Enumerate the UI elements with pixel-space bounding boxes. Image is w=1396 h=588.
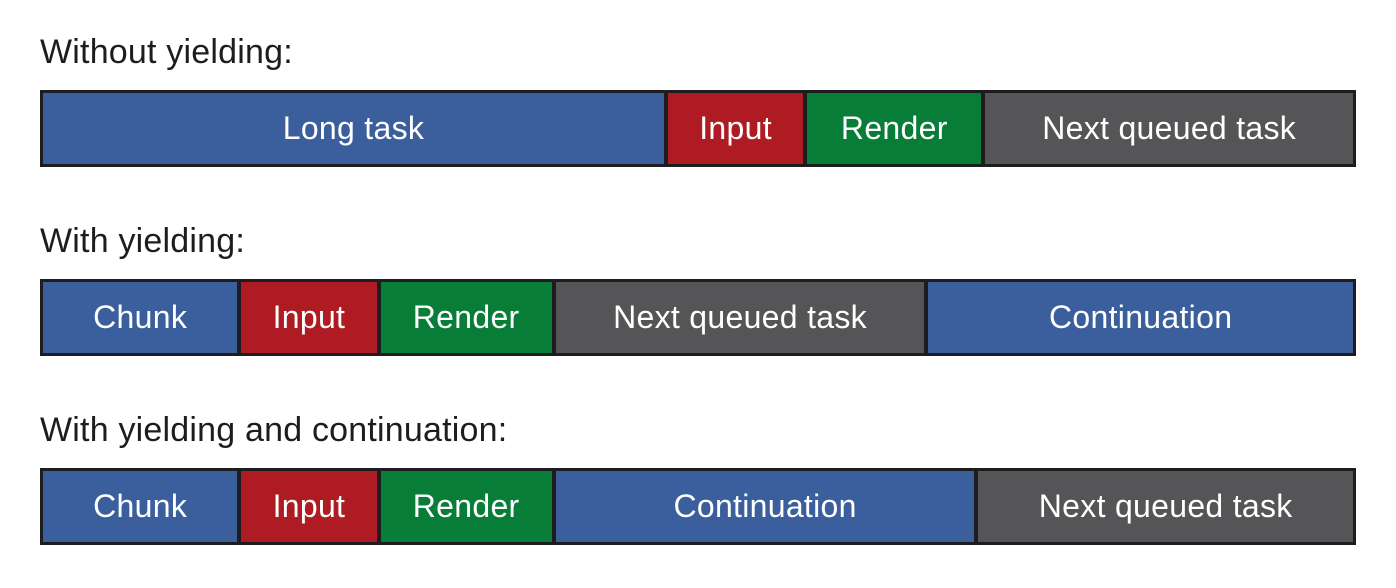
timeline-bar: Chunk Input Render Next queued task Cont… — [40, 279, 1356, 356]
section-heading: With yielding and continuation: — [40, 411, 508, 449]
timeline-section-1: Without yielding: Long task Input Render… — [40, 30, 1356, 167]
segment-next-queued-task: Next queued task — [978, 471, 1353, 542]
segment-chunk: Chunk — [43, 471, 238, 542]
section-heading: Without yielding: — [40, 33, 293, 71]
timeline-bar: Chunk Input Render Continuation Next que… — [40, 468, 1356, 545]
segment-next-queued-task: Next queued task — [555, 282, 925, 353]
segment-continuation: Continuation — [555, 471, 975, 542]
timeline-bar: Long task Input Render Next queued task — [40, 90, 1356, 167]
segment-input: Input — [241, 471, 377, 542]
segment-continuation: Continuation — [928, 282, 1353, 353]
segment-input: Input — [667, 93, 804, 164]
segment-input: Input — [241, 282, 377, 353]
segment-render: Render — [380, 471, 552, 542]
segment-chunk: Chunk — [43, 282, 238, 353]
timeline-section-3: With yielding and continuation: Chunk In… — [40, 408, 1356, 545]
segment-render: Render — [380, 282, 552, 353]
section-heading: With yielding: — [40, 222, 245, 260]
segment-next-queued-task: Next queued task — [985, 93, 1353, 164]
segment-long-task: Long task — [43, 93, 664, 164]
segment-render: Render — [807, 93, 982, 164]
timeline-section-2: With yielding: Chunk Input Render Next q… — [40, 219, 1356, 356]
